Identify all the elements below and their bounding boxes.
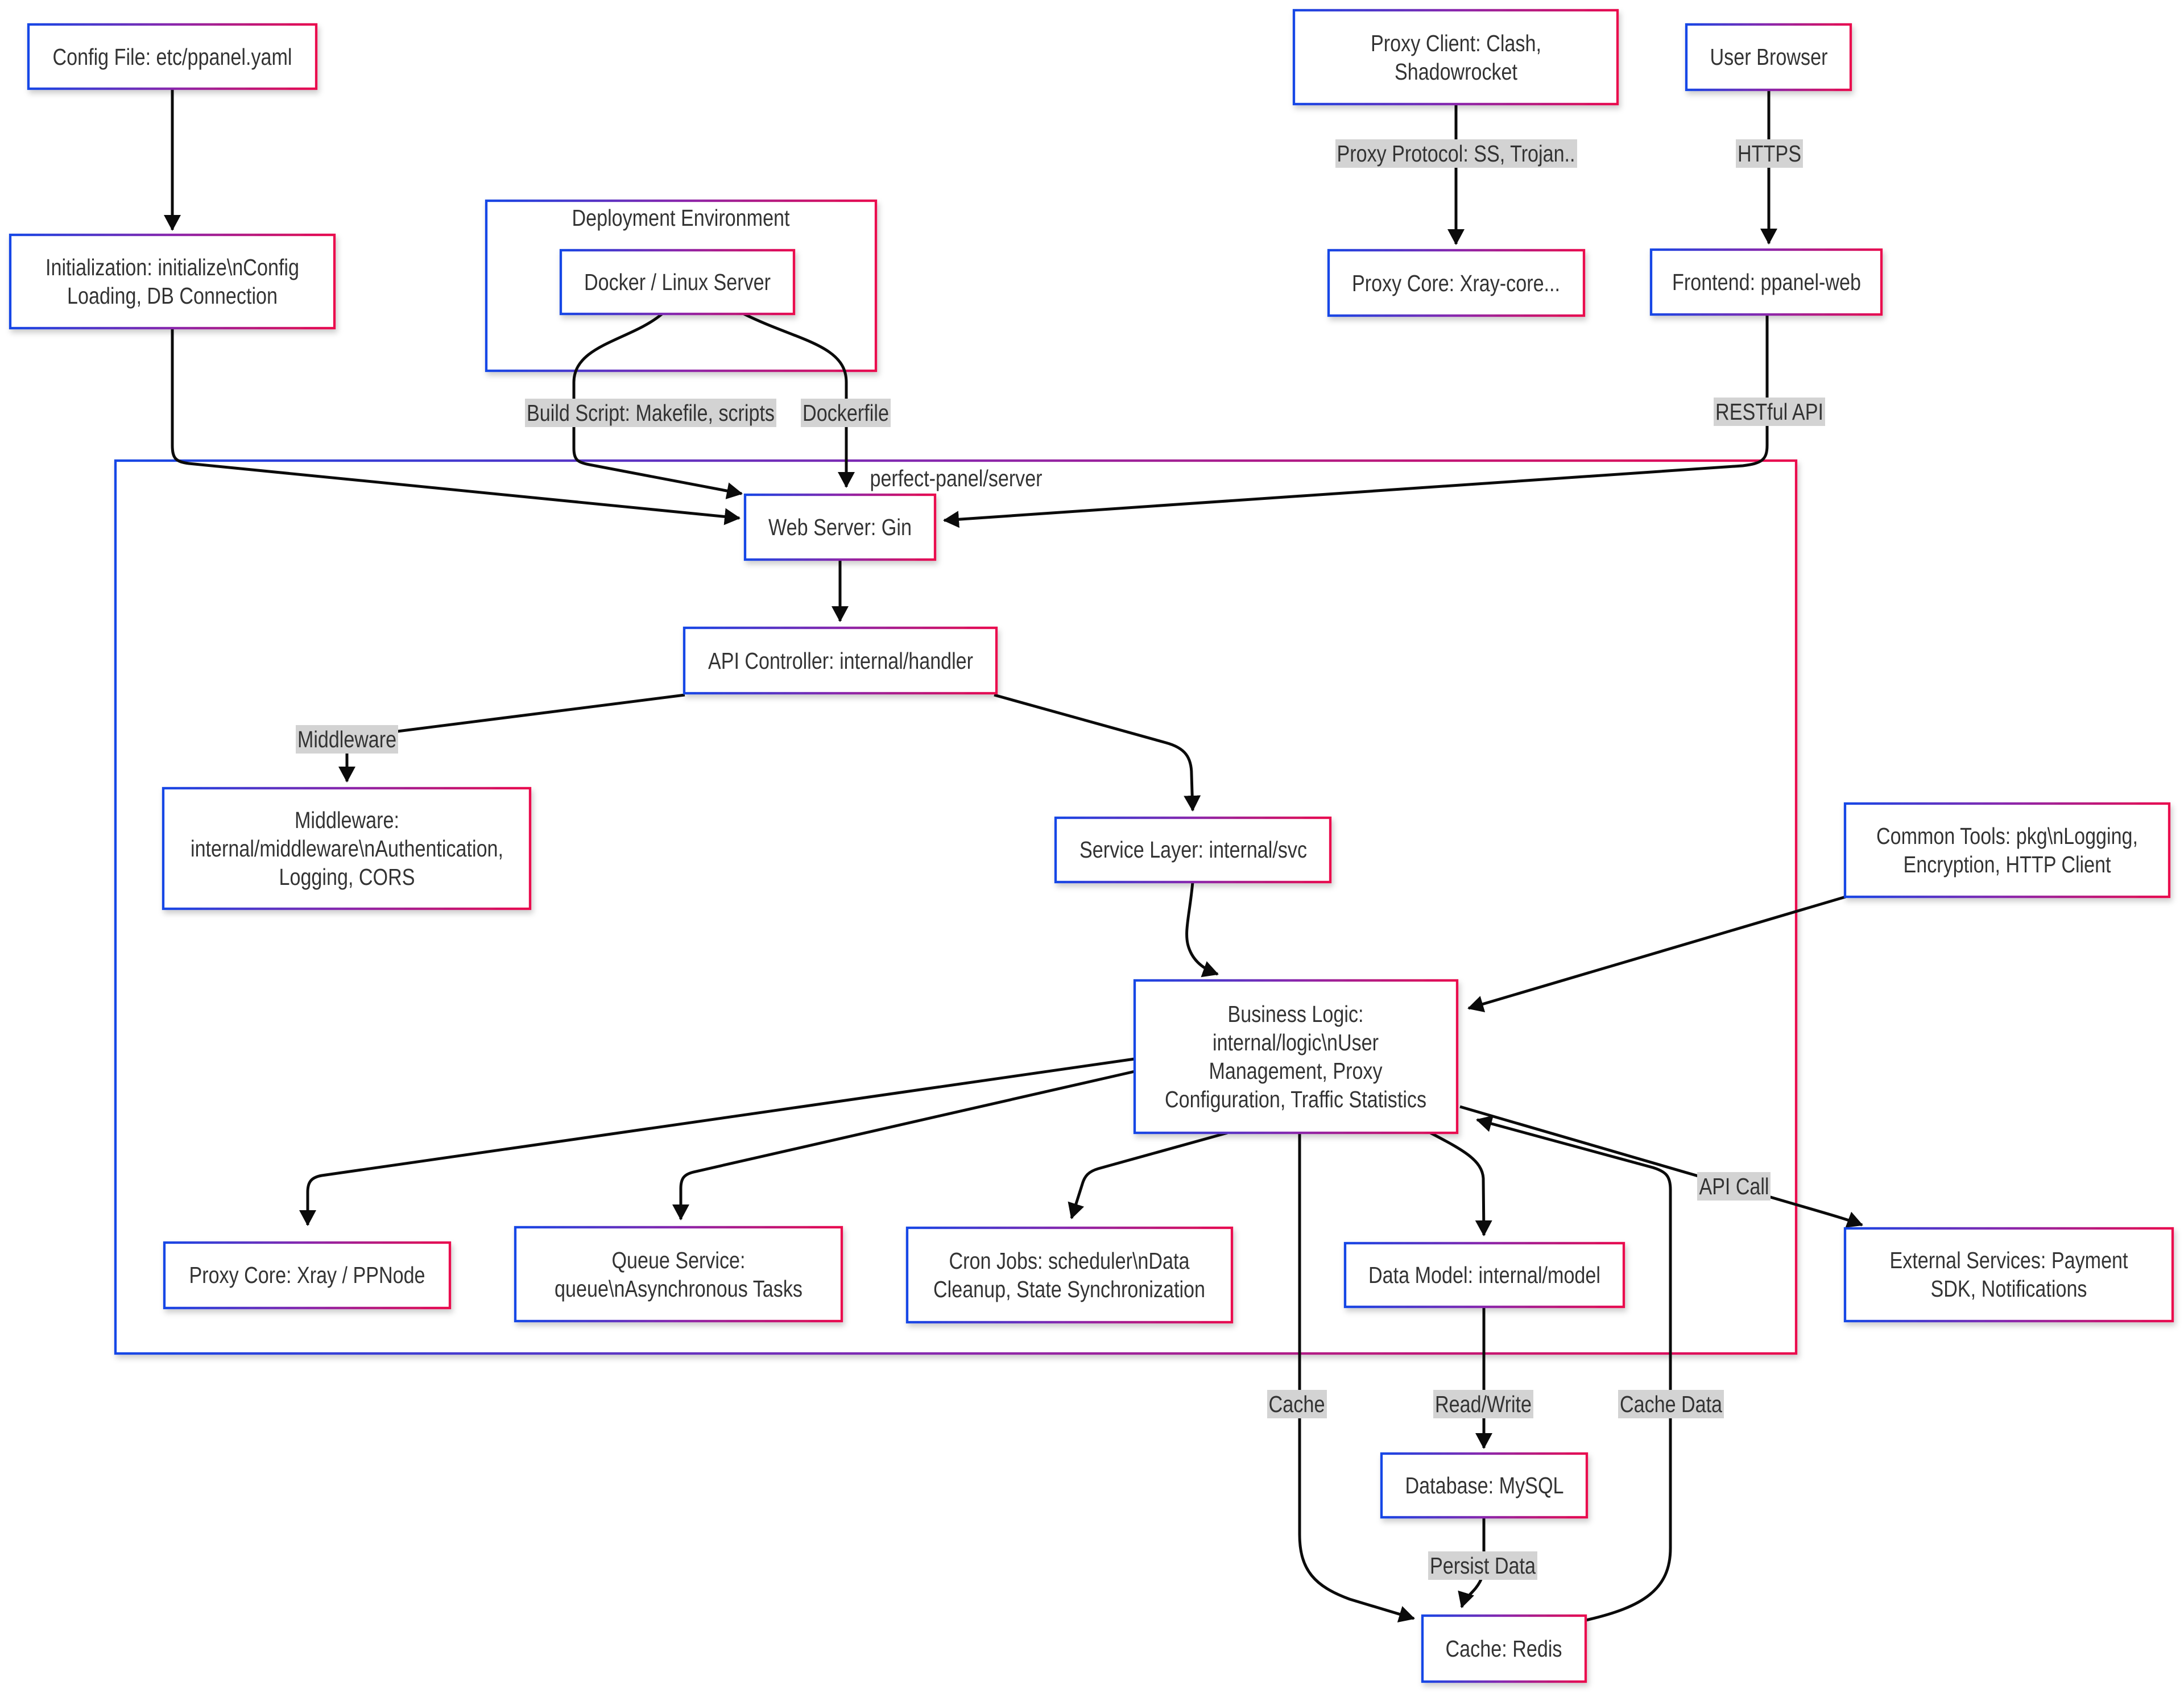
svg-text:Cron Jobs: scheduler\nData: Cron Jobs: scheduler\nData bbox=[949, 1248, 1190, 1274]
svg-text:Config File: etc/ppanel.yaml: Config File: etc/ppanel.yaml bbox=[53, 44, 292, 70]
svg-text:Service Layer: internal/svc: Service Layer: internal/svc bbox=[1079, 837, 1307, 863]
svg-text:Management, Proxy: Management, Proxy bbox=[1209, 1058, 1383, 1084]
svg-text:Build Script: Makefile, script: Build Script: Makefile, scripts bbox=[527, 400, 775, 426]
svg-text:Deployment Environment: Deployment Environment bbox=[572, 205, 790, 231]
svg-text:Loading, DB Connection: Loading, DB Connection bbox=[67, 283, 278, 309]
svg-text:Persist Data: Persist Data bbox=[1430, 1553, 1536, 1579]
svg-text:Configuration, Traffic Statist: Configuration, Traffic Statistics bbox=[1165, 1086, 1426, 1112]
svg-text:Dockerfile: Dockerfile bbox=[803, 400, 889, 426]
svg-text:Proxy Core: Xray / PPNode: Proxy Core: Xray / PPNode bbox=[189, 1262, 425, 1288]
svg-text:Common Tools: pkg\nLogging,: Common Tools: pkg\nLogging, bbox=[1876, 823, 2138, 849]
svg-text:Database: MySQL: Database: MySQL bbox=[1405, 1472, 1564, 1499]
svg-text:Business Logic:: Business Logic: bbox=[1228, 1001, 1364, 1027]
svg-text:Web Server: Gin: Web Server: Gin bbox=[768, 514, 912, 540]
svg-text:queue\nAsynchronous Tasks: queue\nAsynchronous Tasks bbox=[555, 1276, 803, 1302]
svg-text:Read/Write: Read/Write bbox=[1435, 1391, 1532, 1417]
svg-text:SDK, Notifications: SDK, Notifications bbox=[1931, 1276, 2087, 1302]
svg-text:Proxy Client: Clash,: Proxy Client: Clash, bbox=[1371, 30, 1541, 56]
svg-text:internal/logic\nUser: internal/logic\nUser bbox=[1213, 1029, 1379, 1055]
svg-text:Logging, CORS: Logging, CORS bbox=[279, 864, 415, 890]
svg-text:Middleware: Middleware bbox=[297, 726, 396, 752]
svg-text:Cache: Cache bbox=[1269, 1391, 1325, 1417]
svg-text:External Services: Payment: External Services: Payment bbox=[1890, 1247, 2129, 1273]
svg-text:perfect-panel/server: perfect-panel/server bbox=[870, 465, 1043, 491]
svg-text:Shadowrocket: Shadowrocket bbox=[1395, 59, 1517, 85]
svg-text:HTTPS: HTTPS bbox=[1738, 140, 1801, 167]
svg-text:Proxy Core: Xray-core...: Proxy Core: Xray-core... bbox=[1352, 270, 1560, 296]
svg-text:Proxy Protocol: SS, Trojan..: Proxy Protocol: SS, Trojan.. bbox=[1337, 140, 1575, 167]
svg-text:Queue Service:: Queue Service: bbox=[612, 1247, 746, 1273]
svg-text:Middleware:: Middleware: bbox=[295, 807, 399, 833]
svg-text:Cache Data: Cache Data bbox=[1620, 1391, 1722, 1417]
svg-text:Cache: Redis: Cache: Redis bbox=[1446, 1636, 1562, 1662]
svg-text:Data Model: internal/model: Data Model: internal/model bbox=[1368, 1262, 1600, 1288]
svg-text:Frontend: ppanel-web: Frontend: ppanel-web bbox=[1672, 269, 1861, 295]
svg-text:API Controller: internal/handl: API Controller: internal/handler bbox=[708, 648, 973, 674]
svg-text:API Call: API Call bbox=[1699, 1173, 1769, 1199]
svg-text:RESTful API: RESTful API bbox=[1715, 399, 1823, 425]
svg-text:internal/middleware\nAuthentic: internal/middleware\nAuthentication, bbox=[191, 835, 503, 862]
svg-text:Cleanup, State Synchronization: Cleanup, State Synchronization bbox=[933, 1276, 1205, 1302]
svg-text:User Browser: User Browser bbox=[1710, 44, 1828, 70]
svg-text:Encryption, HTTP Client: Encryption, HTTP Client bbox=[1904, 851, 2112, 877]
svg-text:Initialization: initialize\nCo: Initialization: initialize\nConfig bbox=[46, 254, 299, 280]
svg-text:Docker / Linux Server: Docker / Linux Server bbox=[584, 269, 771, 295]
